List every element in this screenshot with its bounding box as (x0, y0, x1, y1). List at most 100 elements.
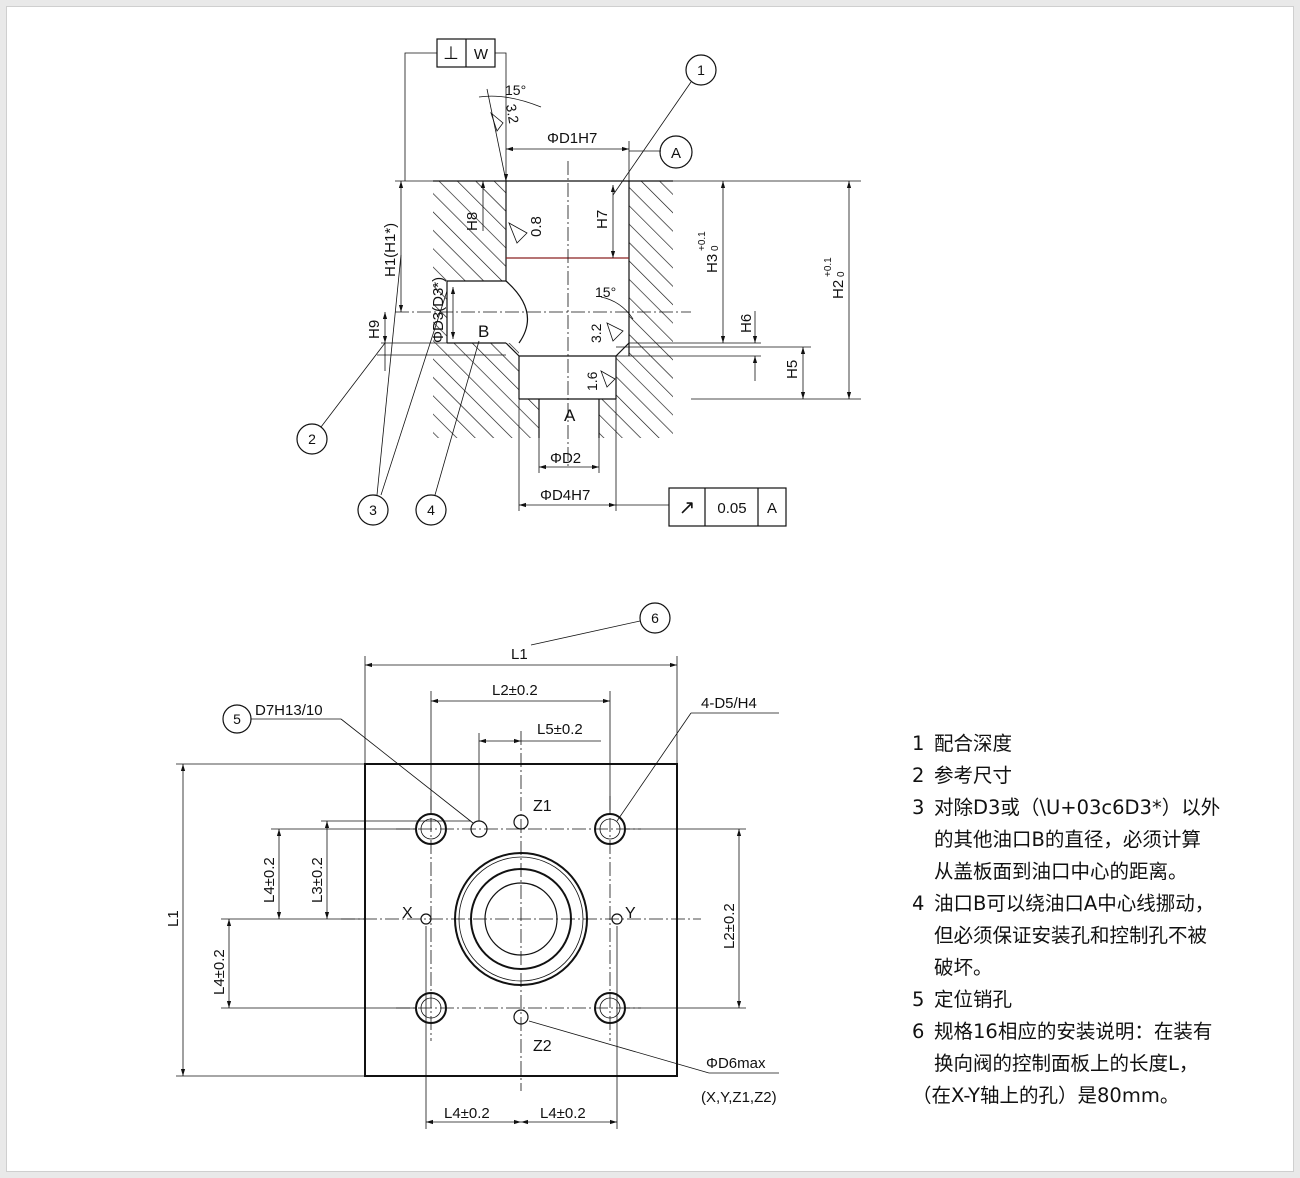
dim-h2-tol-lower: 0 (836, 271, 847, 277)
dim-h3-tol-lower: 0 (710, 245, 721, 251)
dim-h3: H3 +0.1 0 (697, 231, 721, 273)
dim-l4-bottom-left: L4±0.2 (444, 1105, 490, 1122)
note-2: 2 参考尺寸 (912, 760, 1292, 792)
technical-drawing: ⊥ W 15° 3.2 ΦD1H7 A H8 0.8 H7 H1(H1*) (165, 38, 861, 1129)
note-6-num: 6 (912, 1020, 925, 1043)
roughness-low: 1.6 (584, 371, 600, 391)
dim-d1: ΦD1H7 (547, 130, 597, 147)
label-d7: D7H13/10 (255, 702, 323, 719)
perp-symbol: ⊥ (443, 43, 459, 63)
port-a-label: A (564, 406, 576, 425)
dim-l1-left: L1 (165, 910, 182, 927)
dim-l4-bottom-right: L4±0.2 (540, 1105, 586, 1122)
section-hatch (433, 181, 673, 438)
label-y: Y (625, 905, 636, 922)
note-5-num: 5 (912, 988, 925, 1011)
dim-h7: H7 (594, 210, 611, 229)
hole-z1 (513, 814, 529, 830)
balloon-5-num: 5 (233, 711, 241, 727)
note-1-num: 1 (912, 732, 925, 755)
label-d6-sub: (X,Y,Z1,Z2) (701, 1089, 777, 1106)
runout-value: 0.05 (717, 500, 746, 517)
dim-d3: ΦD3(D3*) (430, 277, 447, 343)
note-5: 5 定位销孔 (912, 984, 1292, 1016)
runout-frame: ↗ 0.05 A (668, 487, 787, 527)
dim-h3-tol-upper: +0.1 (697, 231, 708, 251)
plan-view: Z1 X Y Z2 L1 6 L2±0.2 L5±0.2 5 D7H13/10 … (165, 602, 779, 1129)
datum-a-label: A (671, 145, 681, 162)
note-3-line-1: 对除D3或（\U+03c6D3*）以外 (934, 796, 1221, 819)
dim-d4: ΦD4H7 (540, 487, 590, 504)
datum-a-circle (659, 135, 693, 169)
roughness-top: 3.2 (503, 103, 522, 125)
note-6-line-2: 换向阀的控制面板上的长度L， (934, 1052, 1199, 1075)
hole-y (611, 913, 623, 925)
note-4-num: 4 (912, 892, 925, 915)
port-b-label: B (478, 322, 489, 341)
balloon-6 (639, 602, 671, 634)
perpendicularity-frame: ⊥ W (404, 38, 509, 181)
dim-h2: H2 +0.1 0 (823, 257, 847, 299)
dim-l3: L3±0.2 (309, 857, 326, 903)
note-6-tail: （在X-Y轴上的孔）是80mm。 (912, 1080, 1292, 1112)
note-3-num: 3 (912, 796, 925, 819)
dim-l2-right: L2±0.2 (721, 903, 738, 949)
balloon-4-num: 4 (427, 502, 435, 518)
balloon-6-num: 6 (651, 610, 659, 626)
dim-h3-main: H3 (704, 254, 721, 273)
note-6-line-1: 规格16相应的安装说明：在装有 (934, 1020, 1213, 1043)
dim-l4-upper: L4±0.2 (261, 857, 278, 903)
section-view: ⊥ W 15° 3.2 ΦD1H7 A H8 0.8 H7 H1(H1*) (296, 38, 861, 527)
dim-h2-tol-upper: +0.1 (823, 257, 834, 277)
note-3: 3 对除D3或（\U+03c6D3*）以外的其他油口B的直径，必须计算从盖板面到油… (912, 792, 1292, 888)
runout-datum: A (767, 500, 777, 517)
note-3-line-2: 的其他油口B的直径，必须计算 (934, 828, 1201, 851)
dim-h9: H9 (366, 320, 383, 339)
balloon-2-num: 2 (308, 431, 316, 447)
balloon-3 (357, 494, 389, 526)
dim-l4-lower: L4±0.2 (211, 949, 228, 995)
roughness-bore: 0.8 (528, 216, 545, 237)
hole-z2 (513, 1009, 529, 1025)
note-4-line-2: 但必须保证安装孔和控制孔不被 (934, 924, 1208, 947)
note-3-line-3: 从盖板面到油口中心的距离。 (934, 860, 1188, 883)
label-z2: Z2 (533, 1038, 552, 1055)
dim-l1-top: L1 (511, 646, 528, 663)
dim-l5: L5±0.2 (537, 721, 583, 738)
balloon-1 (685, 54, 717, 86)
dim-h1: H1(H1*) (382, 223, 399, 277)
balloon-4 (415, 494, 447, 526)
label-z1: Z1 (533, 798, 552, 815)
dim-h8: H8 (464, 212, 481, 231)
balloon-2 (296, 423, 328, 455)
note-4-line-1: 油口B可以绕油口A中心线挪动， (934, 892, 1215, 915)
dim-d2: ΦD2 (550, 450, 581, 467)
dim-h6: H6 (738, 314, 755, 333)
notes-list: 1 配合深度 2 参考尺寸 3 对除D3或（\U+03c6D3*）以外的其他油口B的直… (912, 728, 1292, 1112)
angle-mid: 15° (595, 284, 616, 300)
label-x: X (402, 905, 413, 922)
hole-x (420, 913, 432, 925)
note-2-num: 2 (912, 764, 925, 787)
note-2-line-1: 参考尺寸 (934, 764, 1013, 787)
drawing-sheet: ⊥ W 15° 3.2 ΦD1H7 A H8 0.8 H7 H1(H1*) (6, 6, 1294, 1172)
label-4-d5: 4-D5/H4 (701, 695, 757, 712)
label-d6: ΦD6max (706, 1055, 766, 1072)
balloon-3-num: 3 (369, 502, 377, 518)
note-5-line-1: 定位销孔 (934, 988, 1013, 1011)
note-4-line-3: 破坏。 (934, 956, 993, 979)
balloon-1-num: 1 (697, 62, 705, 78)
dim-h5: H5 (784, 360, 801, 379)
note-4: 4 油口B可以绕油口A中心线挪动， 但必须保证安装孔和控制孔不被破坏。 (912, 888, 1292, 984)
note-1: 1 配合深度 (912, 728, 1292, 760)
note-1-line-1: 配合深度 (934, 732, 1013, 755)
mounting-holes (415, 813, 626, 1024)
note-6-line-3: （在X-Y轴上的孔）是80mm。 (912, 1084, 1180, 1107)
dim-h2-main: H2 (830, 280, 847, 299)
perp-datum: W (474, 46, 489, 63)
angle-top: 15° (505, 82, 526, 98)
dim-l2-top: L2±0.2 (492, 682, 538, 699)
note-6: 6 规格16相应的安装说明：在装有换向阀的控制面板上的长度L， (912, 1016, 1292, 1080)
runout-symbol: ↗ (679, 497, 696, 519)
roughness-mid: 3.2 (588, 323, 604, 343)
